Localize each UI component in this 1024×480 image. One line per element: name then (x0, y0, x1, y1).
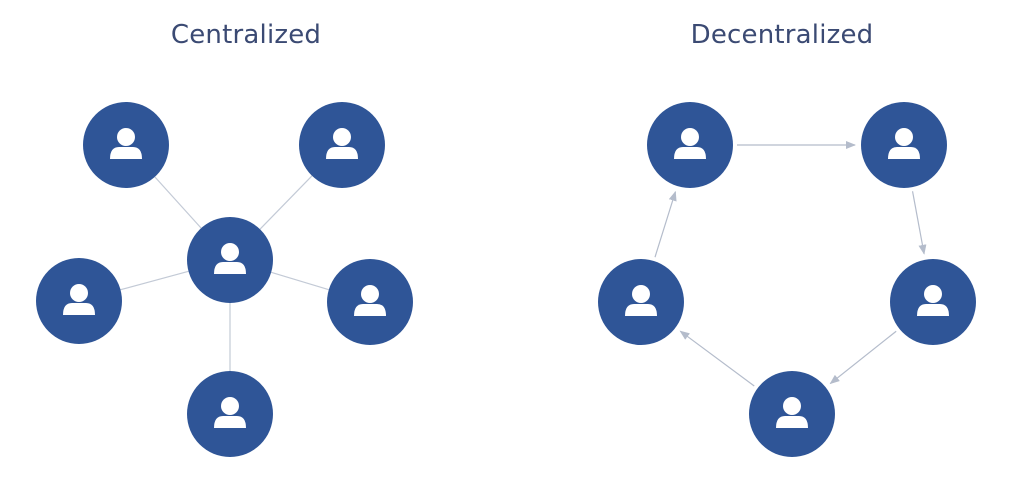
link-c-hub-c-l (120, 270, 189, 291)
link-c-hub-c-r (271, 271, 329, 291)
node-d-b (749, 371, 835, 457)
user-icon (674, 128, 706, 159)
user-icon (888, 128, 920, 159)
node-c-hub (187, 217, 273, 303)
user-icon (625, 285, 657, 316)
arrow-d-tr-d-r (911, 191, 927, 255)
link-c-hub-c-tl (154, 176, 202, 229)
node-d-l (598, 259, 684, 345)
arrow-d-b-d-l (679, 330, 755, 387)
user-icon (917, 285, 949, 316)
arrow-d-l-d-tl (654, 190, 677, 258)
user-icon (326, 128, 358, 159)
centralized-title: Centralized (170, 20, 322, 50)
user-icon (214, 397, 246, 428)
node-d-tr (861, 102, 947, 188)
link-c-hub-c-tr (259, 175, 313, 230)
user-icon (63, 284, 95, 315)
user-icon (354, 285, 386, 316)
links-layer (120, 141, 927, 387)
decentralized-title: Decentralized (690, 20, 874, 50)
arrow-d-r-d-b (829, 330, 897, 385)
node-d-tl (647, 102, 733, 188)
node-c-r (327, 259, 413, 345)
node-c-b (187, 371, 273, 457)
user-icon (776, 397, 808, 428)
node-c-tl (83, 102, 169, 188)
user-icon (214, 243, 246, 274)
user-icon (110, 128, 142, 159)
node-d-r (890, 259, 976, 345)
node-c-l (36, 258, 122, 344)
nodes-layer (36, 102, 976, 457)
node-c-tr (299, 102, 385, 188)
